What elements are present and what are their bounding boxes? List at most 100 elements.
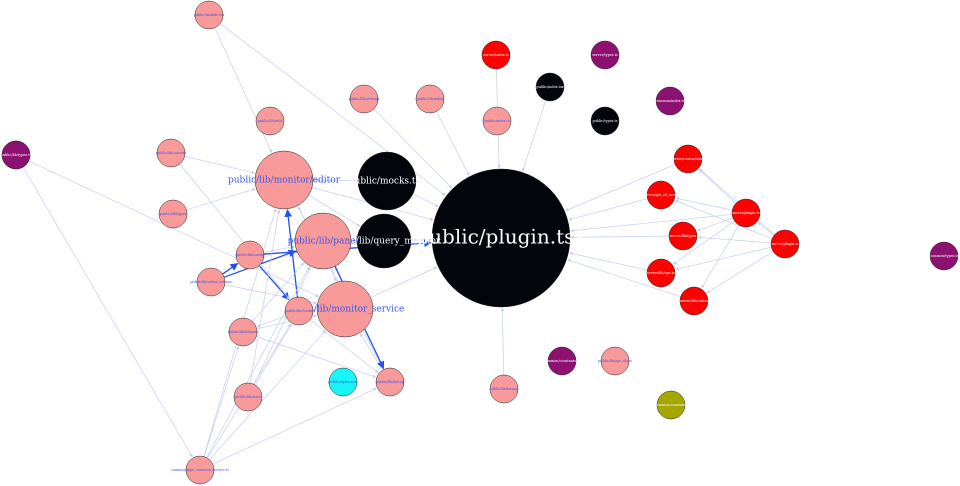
- node-circle[interactable]: [1, 140, 31, 170]
- edge-n13-n06: [284, 209, 299, 298]
- node-circle[interactable]: [668, 221, 698, 251]
- edge-n34-n35: [697, 235, 772, 244]
- graph-node[interactable]: public/types.ts: [590, 106, 620, 136]
- edge-n36-n33: [675, 197, 733, 211]
- node-circle[interactable]: [646, 180, 676, 210]
- node-circle[interactable]: [547, 346, 577, 376]
- graph-node[interactable]: server/lib/routes: [679, 286, 709, 316]
- graph-node[interactable]: server/lib/ops.ts: [646, 258, 676, 288]
- graph-node[interactable]: public/lib/types.ts: [1, 140, 32, 170]
- graph-node[interactable]: public/lib/panel: [288, 212, 359, 270]
- graph-node[interactable]: common/index.ts: [655, 86, 685, 116]
- graph-node[interactable]: public/lib/state: [233, 382, 263, 412]
- edge-n34-n38: [706, 251, 774, 294]
- edge-n13-n14: [256, 315, 287, 328]
- node-circle[interactable]: [673, 144, 703, 174]
- edge-n11-n12: [222, 263, 239, 275]
- graph-node[interactable]: public/mocks.tsx: [349, 151, 425, 211]
- graph-node[interactable]: server/routes/index: [671, 144, 705, 174]
- graph-node[interactable]: server/types.ts: [590, 40, 620, 70]
- edge-n34-n37: [675, 246, 772, 271]
- node-circle[interactable]: [646, 258, 676, 288]
- node-circle[interactable]: [158, 199, 188, 229]
- graph-node[interactable]: public/lib/api_client: [598, 346, 633, 376]
- edge-n38-n02: [567, 259, 681, 297]
- node-circle[interactable]: [679, 286, 709, 316]
- graph-node[interactable]: public/styles.scss: [328, 367, 358, 397]
- node-circle[interactable]: [489, 374, 519, 404]
- node-circle[interactable]: [255, 106, 285, 136]
- edge-n12-n13: [258, 265, 290, 301]
- edge-n36-n35: [696, 217, 733, 232]
- node-circle[interactable]: [284, 296, 314, 326]
- node-circle[interactable]: [156, 138, 186, 168]
- node-circle[interactable]: [600, 346, 630, 376]
- node-circle[interactable]: [235, 240, 265, 270]
- graph-node[interactable]: server/plugin.ts: [731, 198, 761, 228]
- graph-node[interactable]: public/lib/settings: [349, 84, 380, 114]
- node-circle[interactable]: [590, 106, 620, 136]
- node-circle[interactable]: [254, 150, 314, 210]
- node-circle[interactable]: [415, 84, 445, 114]
- node-circle[interactable]: [929, 241, 959, 271]
- node-circle[interactable]: [482, 106, 512, 136]
- node-circle[interactable]: [356, 213, 412, 269]
- graph-node[interactable]: public/lib/helpers: [228, 317, 258, 347]
- node-circle[interactable]: [357, 151, 417, 211]
- node-circle[interactable]: [731, 198, 761, 228]
- edge-n17-n16: [212, 387, 377, 465]
- edge-n32-n02: [565, 164, 676, 212]
- graph-node[interactable]: server/lib/types: [668, 221, 698, 251]
- graph-node[interactable]: public/lib/utils: [255, 106, 285, 136]
- graph-node[interactable]: public/lib/index: [415, 84, 445, 114]
- edge-n03-n02: [412, 193, 439, 208]
- edge-n07-n02: [370, 266, 438, 298]
- graph-node[interactable]: common/constants: [655, 390, 688, 420]
- graph-node[interactable]: public/index.tsx: [535, 72, 565, 102]
- graph-node[interactable]: server/get_all_saved: [643, 180, 679, 210]
- graph-node[interactable]: public/lib/config: [235, 240, 265, 270]
- node-circle[interactable]: [770, 229, 800, 259]
- node-circle[interactable]: [535, 72, 565, 102]
- edge-n36-n02: [570, 214, 733, 233]
- node-circle[interactable]: [228, 317, 258, 347]
- graph-node[interactable]: public/index.ts: [482, 106, 512, 136]
- graph-node[interactable]: common/types.ts: [929, 241, 959, 271]
- node-circle[interactable]: [185, 455, 215, 485]
- graph-node[interactable]: server/plugin.ts: [770, 229, 800, 259]
- node-circle[interactable]: [196, 267, 226, 297]
- edge-n37-n02: [569, 251, 648, 271]
- graph-node[interactable]: server/index.ts: [481, 40, 511, 70]
- graph-node[interactable]: public/lib/context: [156, 138, 187, 168]
- node-circle[interactable]: [233, 382, 263, 412]
- edge-n27-n02: [521, 100, 547, 172]
- edge-n20-n02: [436, 111, 470, 176]
- node-circle[interactable]: [316, 280, 374, 338]
- node-circle[interactable]: [655, 86, 685, 116]
- edge-n06-n04: [308, 194, 361, 227]
- node-circle[interactable]: [431, 168, 571, 308]
- edge-n17-n05: [206, 266, 310, 458]
- graph-node[interactable]: public/lib/monitor/editor: [228, 150, 341, 210]
- node-circle[interactable]: [656, 390, 686, 420]
- graph-node[interactable]: public/module.tsx: [194, 0, 225, 30]
- edge-n17-n14: [203, 345, 240, 457]
- graph-node[interactable]: public/lib/debug: [375, 367, 405, 397]
- graph-node[interactable]: public/lib/format: [489, 374, 519, 404]
- edge-n10-n06: [186, 188, 256, 211]
- node-circle[interactable]: [194, 0, 224, 30]
- node-circle[interactable]: [590, 40, 620, 70]
- node-circle[interactable]: [294, 212, 352, 270]
- node-circle[interactable]: [375, 367, 405, 397]
- graph-node[interactable]: public/lib/types: [158, 199, 188, 229]
- graph-node[interactable]: public/lib/hooks: [284, 296, 314, 326]
- graph-node[interactable]: public/plugin.tsx: [416, 168, 586, 308]
- edge-n34-n32: [699, 168, 775, 236]
- graph-node[interactable]: common/constants.ts: [544, 346, 581, 376]
- edge-n05-n07: [331, 267, 337, 282]
- edge-n36-n32: [698, 168, 736, 204]
- node-circle[interactable]: [328, 367, 358, 397]
- node-circle[interactable]: [481, 40, 511, 70]
- node-circle[interactable]: [349, 84, 379, 114]
